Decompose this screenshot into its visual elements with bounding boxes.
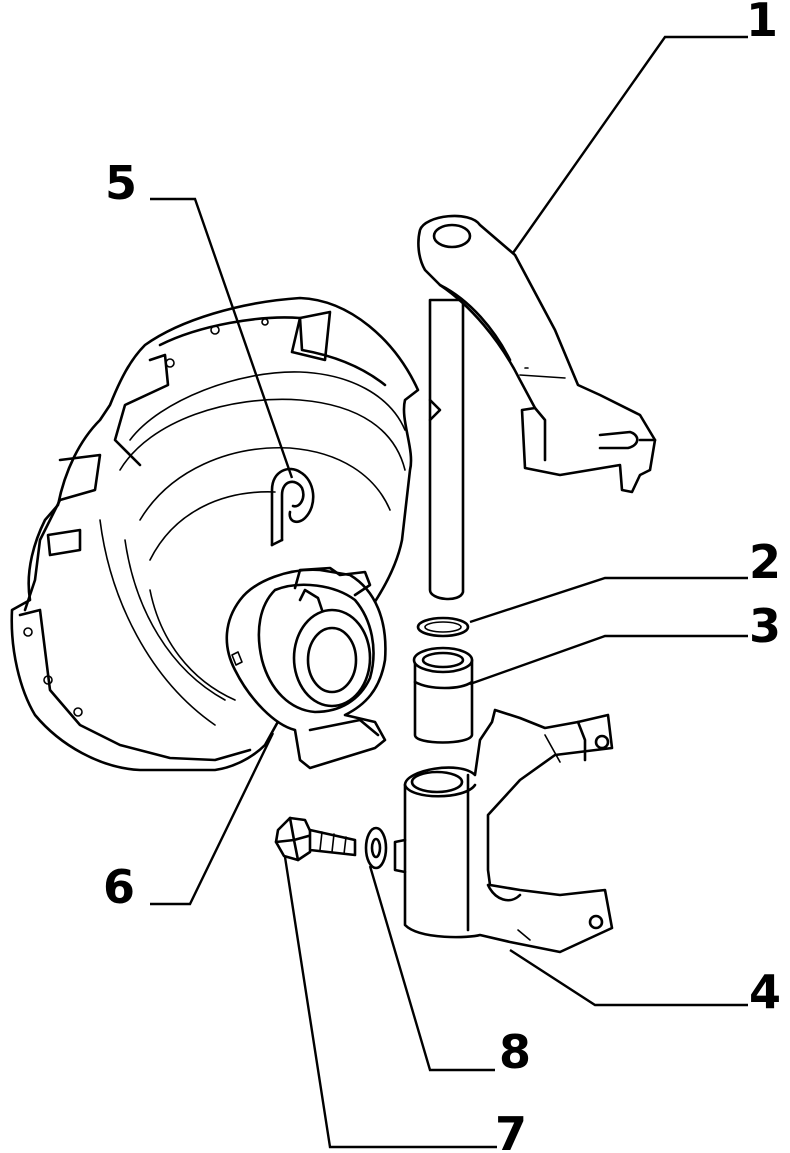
snap-ring [416,616,470,638]
leader-1 [512,35,748,254]
callout-2: 2 [749,535,781,589]
release-bearing [225,566,387,770]
callout-4: 4 [749,965,781,1019]
release-fork [393,708,614,954]
callout-5: 5 [105,156,137,210]
leader-5 [150,197,294,479]
callout-7: 7 [495,1107,527,1153]
leader-7 [283,856,497,1149]
leader-8 [368,865,495,1072]
callout-labels: 1 2 3 4 5 6 7 8 [103,0,781,1153]
spring-clip [270,467,315,547]
leader-lines [150,35,748,1149]
washer [364,826,388,870]
leader-2 [469,576,748,624]
leader-6 [150,732,275,906]
fork-shaft-lever [417,214,657,601]
callout-3: 3 [749,599,781,653]
hex-bolt [274,816,357,862]
leader-4 [509,948,748,1007]
bushing [412,646,474,744]
leader-3 [469,634,748,686]
callout-8: 8 [499,1025,531,1079]
callout-1: 1 [746,0,778,47]
callout-6: 6 [103,860,135,914]
